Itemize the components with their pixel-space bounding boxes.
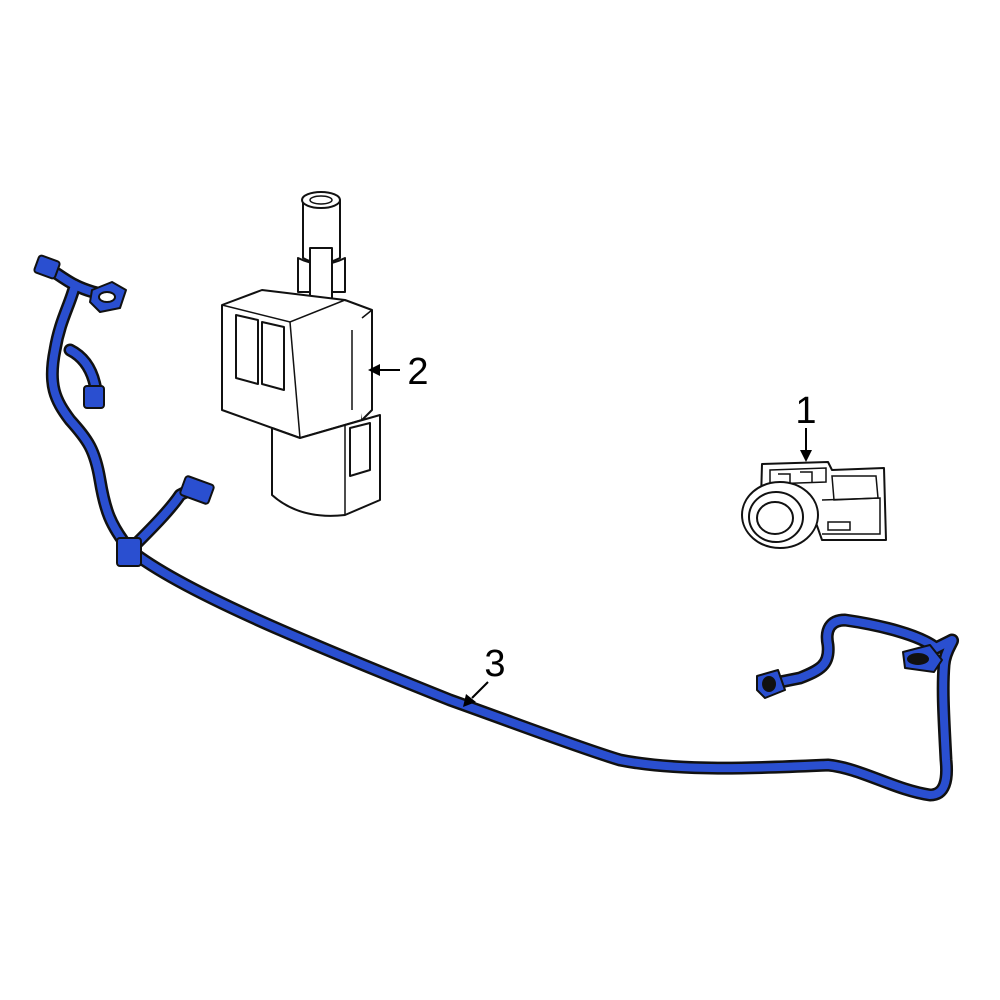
callout-2-label: 2 (407, 351, 428, 393)
callout-1: 1 (795, 390, 817, 462)
callout-2: 2 (368, 351, 429, 393)
connector-branch-top (179, 475, 215, 505)
callout-3: 3 (463, 643, 506, 707)
callout-1-label: 1 (795, 390, 816, 432)
connector-junction (116, 537, 142, 567)
parking-sensor-icon[interactable] (741, 461, 887, 549)
wiring-harness-icon[interactable] (33, 254, 960, 802)
connector-top-left (33, 254, 61, 280)
brake-light-switch-icon[interactable] (221, 191, 381, 517)
callout-3-label: 3 (484, 643, 505, 685)
connector-branch-left (83, 385, 105, 409)
